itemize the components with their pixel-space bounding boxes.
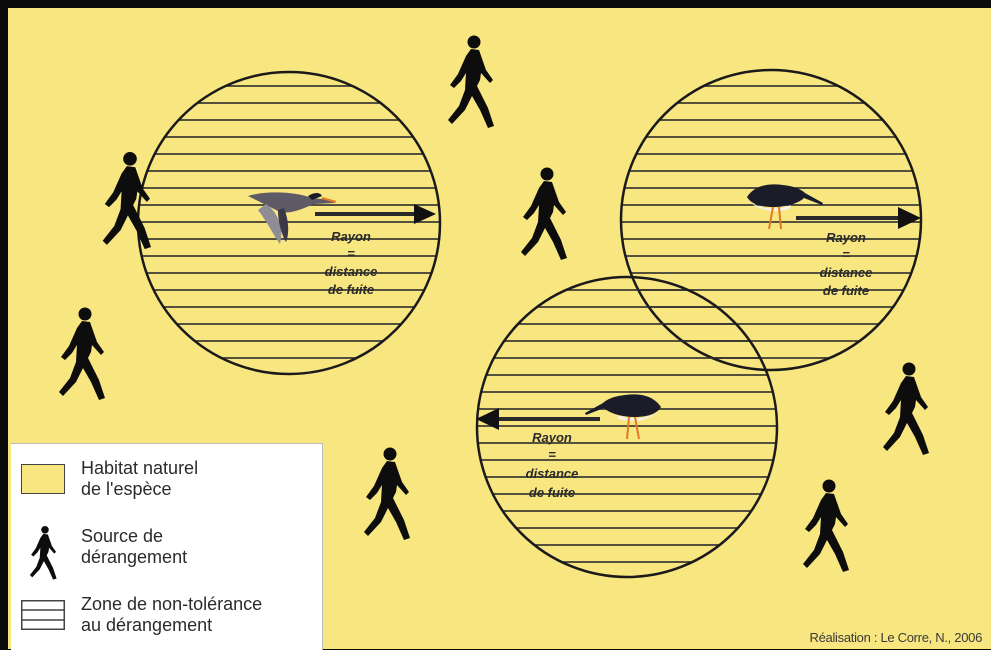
legend-label-zone: Zone de non-tolérance au dérangement — [81, 594, 263, 635]
habitat-swatch — [21, 464, 65, 494]
legend-label-habitat: Habitat naturel de l'espèce — [81, 458, 199, 499]
zone-2-arrow-head — [898, 207, 921, 229]
zone-3-arrow-head — [476, 408, 499, 430]
zone-3-label-rayon: Rayon — [532, 430, 572, 445]
zone-2-label-rayon: Rayon — [826, 230, 866, 245]
walking-person-icon — [29, 526, 57, 580]
zone-2-label-equals: = — [842, 247, 850, 262]
flying-bird-icon — [248, 192, 337, 244]
zone-3-label-fuite: de fuite — [529, 485, 575, 500]
zone-3-label-equals: = — [548, 447, 556, 462]
zone-3: Rayon = distance de fuite — [475, 275, 779, 579]
zone-1-arrow-head — [414, 204, 436, 224]
zone-3-circle — [475, 275, 779, 579]
oystercatcher-icon — [585, 394, 661, 440]
zone-1-label-distance: distance — [325, 264, 378, 279]
legend-item-zone: Zone de non-tolérance au dérangement — [11, 590, 322, 650]
legend-label-source: Source de dérangement — [81, 526, 188, 567]
legend-item-source: Source de dérangement — [11, 520, 322, 580]
zone-1-label-equals: = — [347, 246, 355, 261]
legend: Habitat naturel de l'espèce Source de dé… — [11, 443, 323, 650]
oystercatcher-icon — [747, 184, 823, 230]
credit-text: Réalisation : Le Corre, N., 2006 — [809, 630, 983, 645]
zone-1-circle — [136, 70, 442, 376]
hatch-swatch — [21, 600, 65, 630]
zone-1-label-rayon: Rayon — [331, 229, 371, 244]
zone-2-label-distance: distance — [820, 265, 873, 280]
zone-3-label-distance: distance — [526, 466, 579, 481]
zone-1-label-fuite: de fuite — [328, 282, 374, 297]
zone-2-label-fuite: de fuite — [823, 283, 869, 298]
legend-item-habitat: Habitat naturel de l'espèce — [11, 450, 322, 510]
zone-1: Rayon = distance de fuite — [136, 70, 442, 376]
